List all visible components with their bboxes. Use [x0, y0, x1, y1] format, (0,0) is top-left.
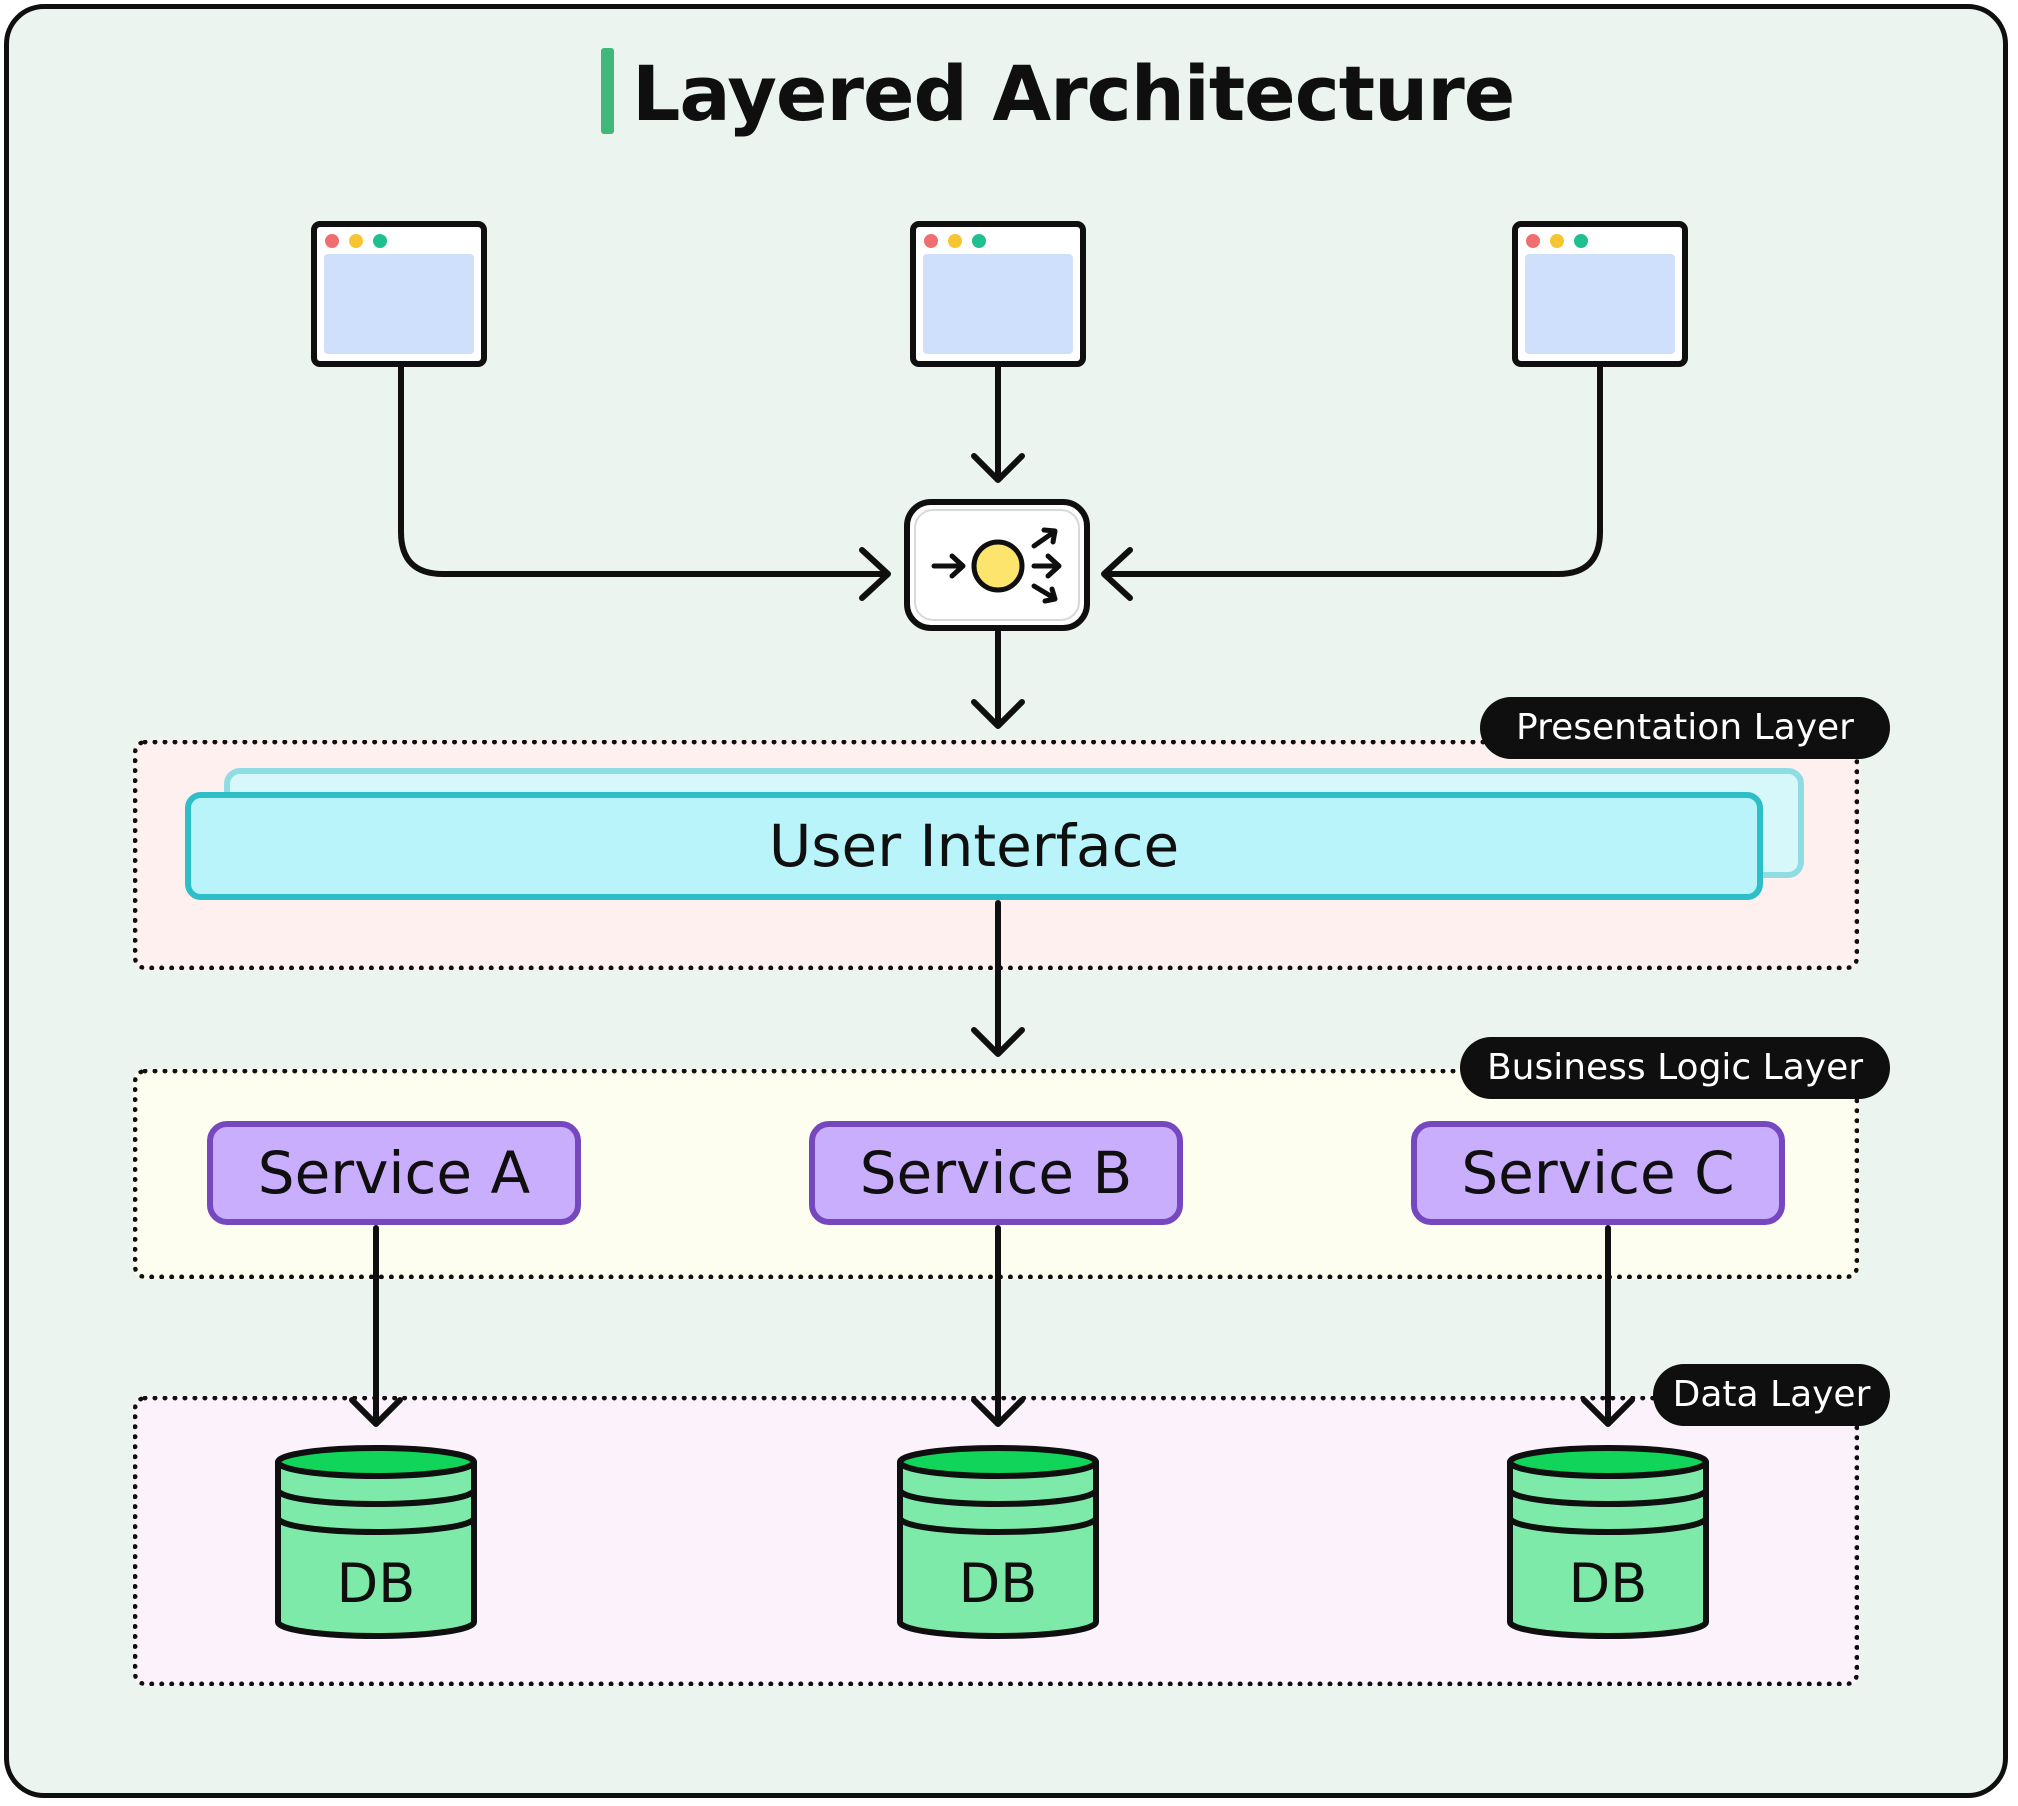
service-b-box: Service B [809, 1121, 1183, 1225]
connector-right-client-to-gateway [1105, 361, 1603, 577]
data-layer-label: Data Layer [1653, 1364, 1890, 1426]
browser-window-icon [311, 221, 487, 367]
browser-window-icon [910, 221, 1086, 367]
arrowhead-ui-to-business [971, 1027, 1025, 1057]
browser-window-icon [1512, 221, 1688, 367]
database-icon: DB [275, 1445, 477, 1639]
arrowhead-service-a [349, 1397, 403, 1427]
arrowhead-gateway-to-ui [971, 699, 1025, 729]
load-balancer-icon [904, 499, 1090, 631]
title-accent-bar [601, 48, 614, 134]
business-logic-layer-label: Business Logic Layer [1460, 1037, 1890, 1099]
db-label: DB [1569, 1552, 1648, 1615]
arrowhead-service-b [971, 1397, 1025, 1427]
db-label: DB [959, 1552, 1038, 1615]
connector-left-client-to-gateway [398, 361, 887, 577]
service-a-box: Service A [207, 1121, 581, 1225]
diagram-title: Layered Architecture [632, 49, 1515, 138]
arrowhead-center [971, 453, 1025, 483]
database-icon: DB [897, 1445, 1099, 1639]
db-label: DB [337, 1552, 416, 1615]
arrowhead-service-c [1581, 1397, 1635, 1427]
arrowhead-right [1101, 547, 1133, 601]
database-icon: DB [1507, 1445, 1709, 1639]
service-c-box: Service C [1411, 1121, 1785, 1225]
presentation-layer-label: Presentation Layer [1480, 697, 1890, 759]
arrowhead-left [859, 547, 891, 601]
user-interface-box: User Interface [185, 792, 1763, 900]
